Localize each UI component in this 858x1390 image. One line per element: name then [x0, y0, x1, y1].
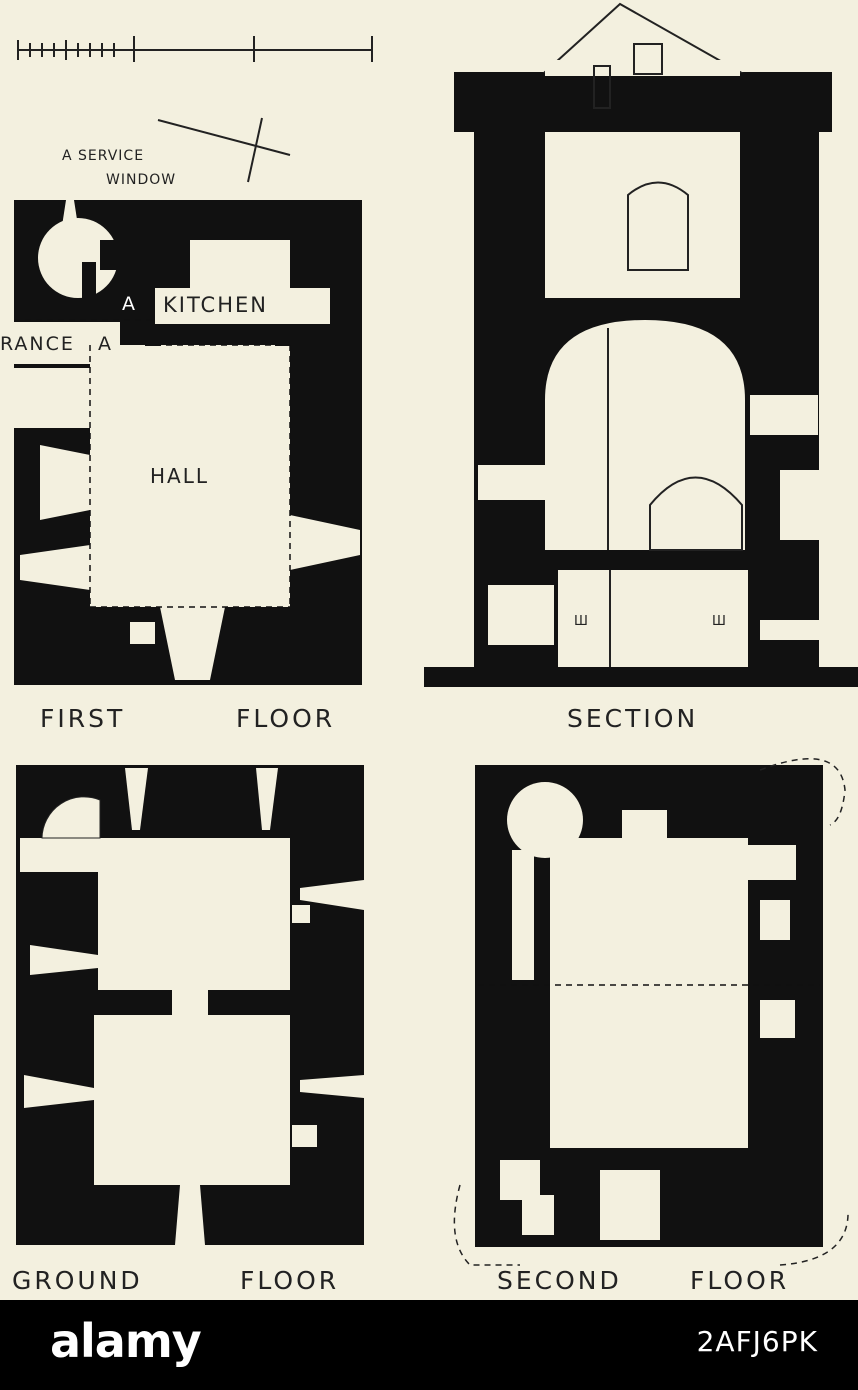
entrance-label: RANCE: [0, 333, 75, 355]
first-floor-plan: [0, 200, 362, 685]
scale-bar: [17, 36, 373, 62]
hall-label: HALL: [150, 464, 210, 488]
plan-drawing: [0, 2, 858, 1266]
footer-bar: alamy 2AFJ6PK: [0, 1300, 858, 1390]
caption-ground-floor: FLOOR: [240, 1266, 340, 1295]
kitchen-label: KITCHEN: [163, 293, 268, 317]
caption-section: SECTION: [567, 704, 699, 733]
caption-second: SECOND: [497, 1266, 622, 1295]
caption-first-floor: FLOOR: [236, 704, 336, 733]
caption-ground: GROUND: [12, 1266, 143, 1295]
ground-floor-plan: [16, 765, 364, 1245]
caption-first: FIRST: [40, 704, 126, 733]
window-mark-right: Ш: [712, 614, 727, 629]
section-drawing: [424, 2, 858, 687]
window-mark-left: Ш: [574, 614, 589, 629]
brand-logo: alamy: [50, 1314, 202, 1368]
annotation-line-1: A SERVICE: [62, 148, 145, 164]
drawing-plate: A SERVICE WINDOW KITCHEN A RANCE A HALL …: [0, 2, 858, 1295]
service-window-arrow: [157, 117, 291, 183]
kitchen-a-label: A: [118, 293, 141, 315]
image-code: 2AFJ6PK: [696, 1325, 818, 1358]
caption-second-floor: FLOOR: [690, 1266, 790, 1295]
entrance-a-label: A: [98, 333, 113, 355]
second-floor-plan: [453, 758, 849, 1266]
annotation-line-2: WINDOW: [106, 172, 177, 188]
